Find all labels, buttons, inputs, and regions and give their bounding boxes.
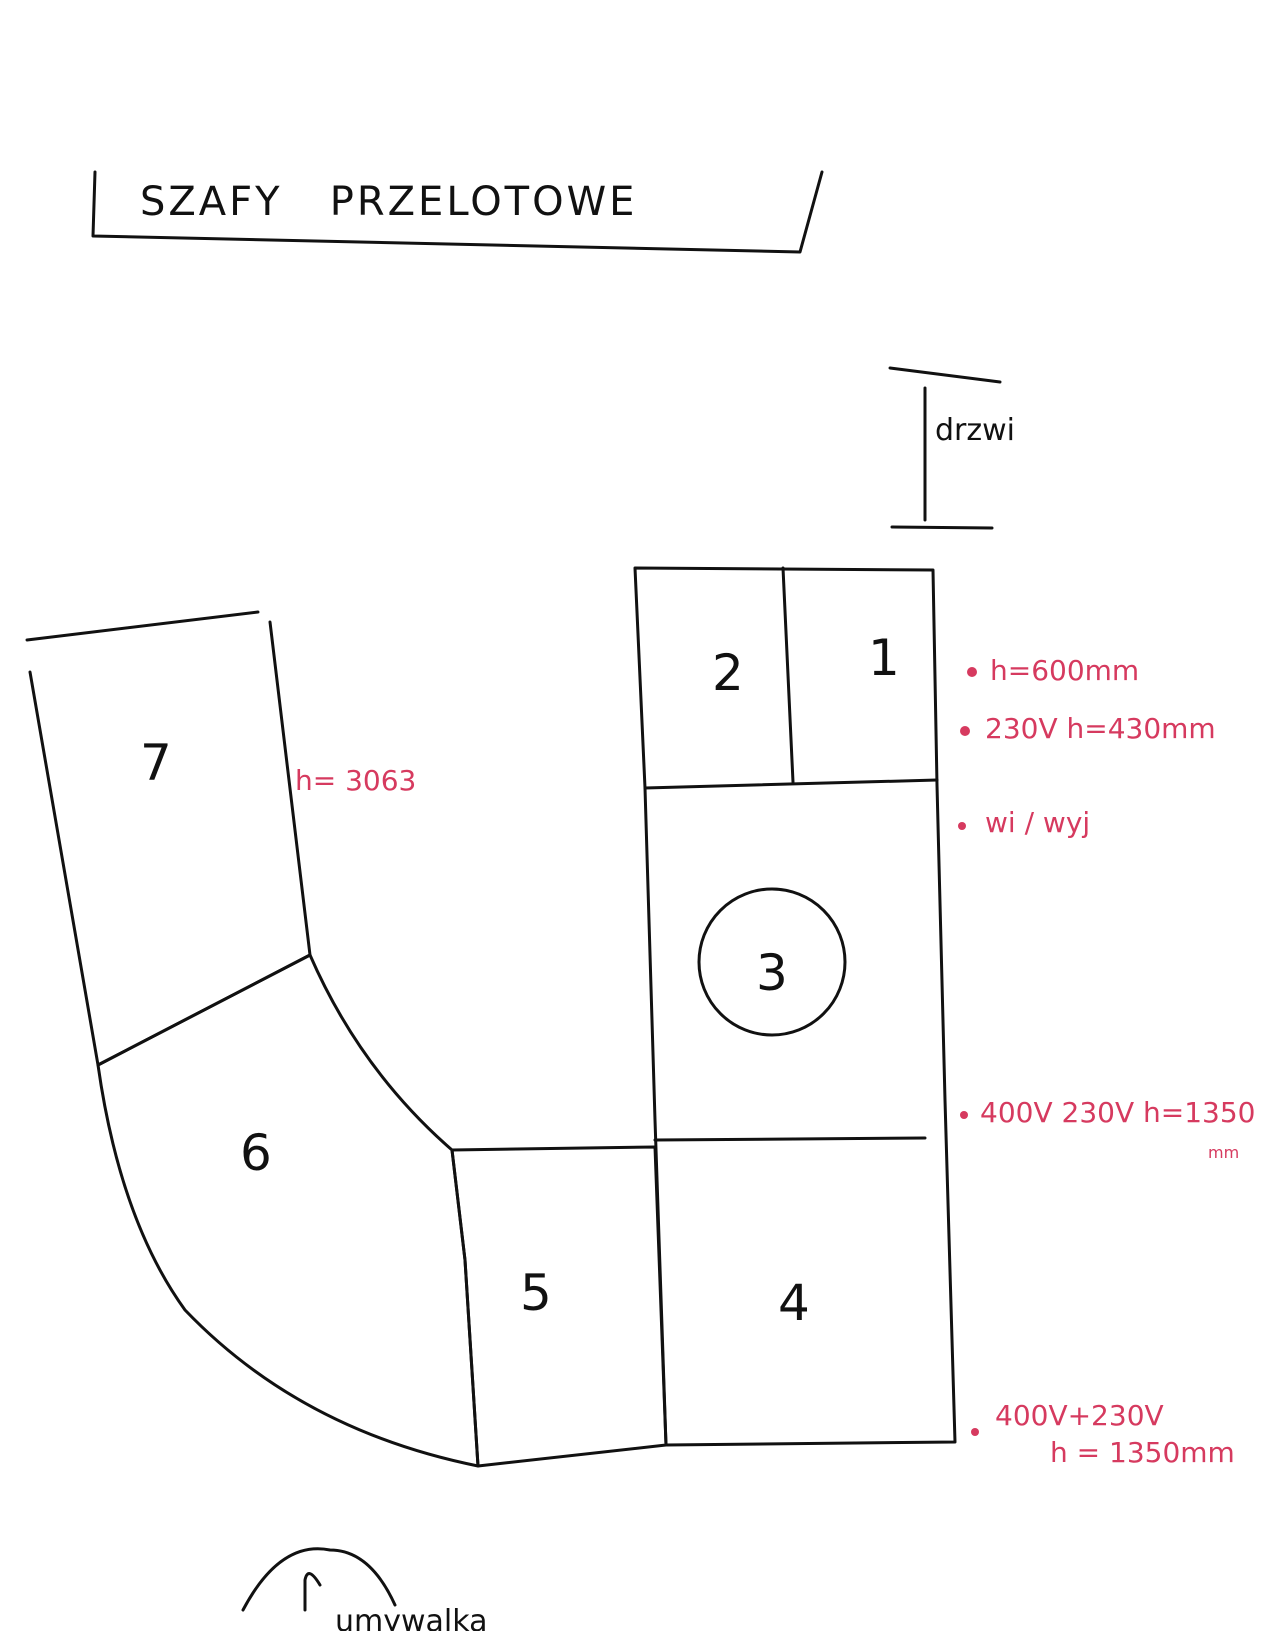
cabinet-1-label: 1 [868,629,900,687]
cabinet-3-label: 3 [756,944,788,1002]
note-cabinet-3-4-unit: mm [1208,1143,1239,1162]
cabinet-7-label: 7 [140,734,172,792]
cabinet-4-label: 4 [778,1274,810,1332]
note-cabinet-3: wi / wyj [985,806,1090,839]
door-symbol: drzwi [888,366,1015,530]
cabinet-2-label: 2 [712,644,744,702]
cabinet-group-right [633,566,957,1447]
note-cabinet-4-line1: 400V+230V [995,1399,1164,1432]
note-cabinet-2: 230V h=430mm [985,712,1216,745]
door-label: drzwi [935,413,1015,448]
cabinet-5-label: 5 [520,1264,552,1322]
sink-label: umywalka [335,1604,487,1631]
note-cabinet-3-4: 400V 230V h=1350 [980,1096,1255,1129]
note-cabinet-4-line2: h = 1350mm [1050,1436,1235,1469]
note-cabinet-1-2: h=600mm [990,654,1139,687]
title: SZAFY PRZELOTOWE [140,179,637,225]
cabinet-7-height-note: h= 3063 [295,764,416,797]
cabinet-5 [450,1145,668,1468]
cabinet-6-label: 6 [240,1124,272,1182]
title-frame [91,170,824,254]
cabinet-6 [96,953,480,1468]
cabinet-7 [25,610,312,1067]
sink-symbol [241,1547,397,1612]
cabinet-3-highlight-circle [697,887,847,1037]
